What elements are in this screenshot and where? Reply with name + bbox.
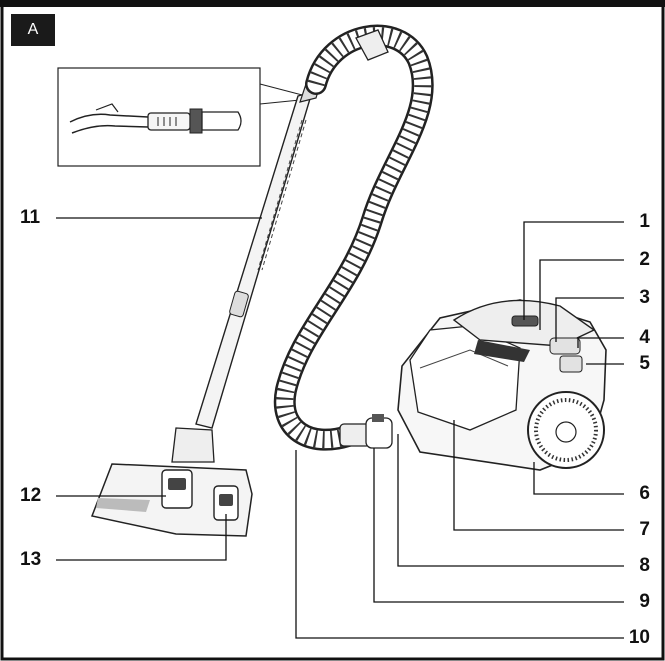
hose-connector xyxy=(339,414,393,449)
callout-7: 7 xyxy=(639,519,650,540)
callout-10: 10 xyxy=(628,627,650,648)
callout-5: 5 xyxy=(639,353,650,374)
flexible-hose xyxy=(273,24,434,451)
callout-9: 9 xyxy=(639,591,650,612)
callout-2: 2 xyxy=(639,249,650,270)
callout-6: 6 xyxy=(639,483,650,504)
inset-detail xyxy=(57,67,307,167)
callout-1: 1 xyxy=(639,211,650,232)
floor-nozzle xyxy=(90,427,253,537)
callout-4: 4 xyxy=(639,327,650,348)
figure-tag: A xyxy=(11,14,55,46)
callout-13: 13 xyxy=(20,549,42,570)
top-bar xyxy=(0,0,665,7)
leader-lines xyxy=(56,217,624,639)
callout-11: 11 xyxy=(20,207,41,228)
vacuum-body xyxy=(397,299,607,471)
callout-8: 8 xyxy=(639,555,650,576)
telescopic-tube xyxy=(195,77,323,429)
callout-12: 12 xyxy=(20,485,42,506)
callout-3: 3 xyxy=(639,287,650,308)
